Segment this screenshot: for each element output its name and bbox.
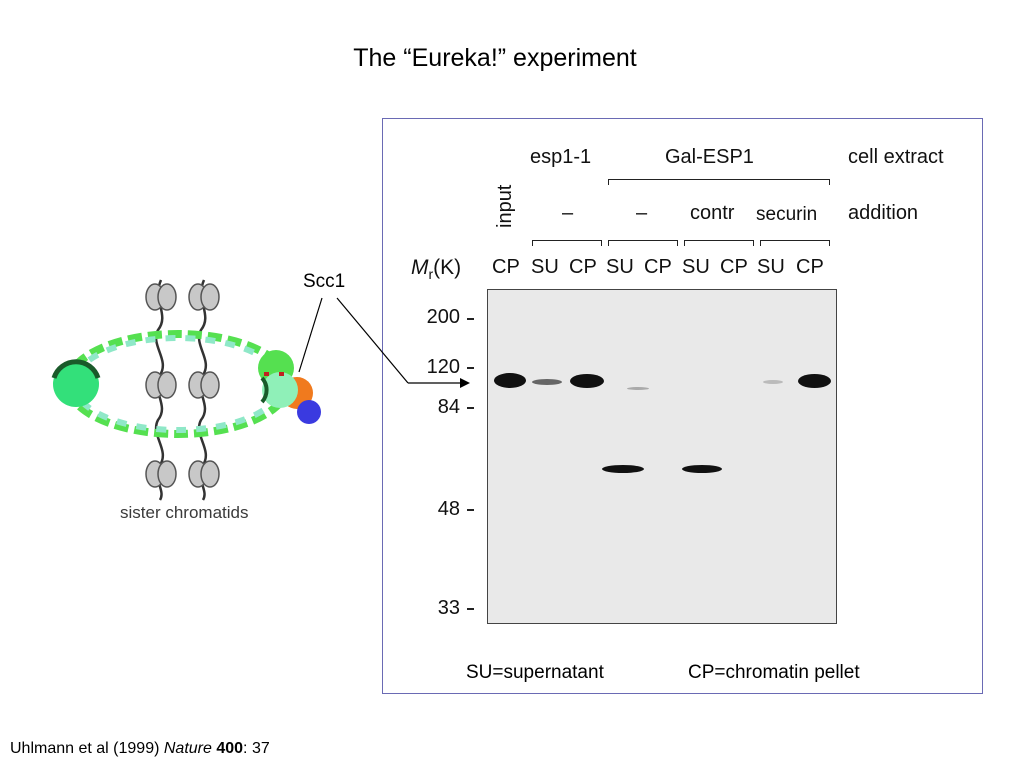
lane-bracket (608, 240, 678, 246)
addition-securin: securin (756, 204, 818, 225)
band-cleaved-contr-su (682, 465, 722, 473)
lane-label: CP (796, 256, 824, 278)
title-close-quote: ” (497, 44, 507, 72)
strain-esp1-1: esp1-1 (530, 146, 592, 168)
marker-tick (467, 608, 474, 610)
marker-tick (467, 367, 474, 369)
marker-48: 48 (437, 498, 460, 520)
citation-journal: Nature (163, 740, 212, 757)
lane-bracket (532, 240, 602, 246)
addition-none-gal: – (636, 202, 648, 224)
strain-gal-esp1: Gal-ESP1 (665, 146, 754, 168)
cell-extract-label: cell extract (848, 146, 944, 168)
addition-label: addition (848, 202, 919, 224)
scc3-subunit (297, 400, 321, 424)
lane-label: SU (757, 256, 785, 278)
citation-authors: Uhlmann et al (1999) (10, 740, 164, 757)
marker-200: 200 (426, 306, 460, 328)
citation-volume: 400 (216, 740, 244, 757)
sister-chromatids-label: sister chromatids (120, 503, 249, 522)
lane-label: CP (569, 256, 597, 278)
marker-tick (467, 407, 474, 409)
mr-label: Mr(K) (411, 256, 461, 282)
band-input-cp (494, 373, 526, 388)
lane-bracket (760, 240, 830, 246)
addition-contr: contr (690, 202, 735, 224)
addition-none-esp1: – (562, 202, 574, 224)
citation: Uhlmann et al (1999) Nature 400: 37 (10, 740, 270, 758)
band-faint (627, 387, 649, 390)
marker-tick (467, 509, 474, 511)
title-text-before: The (353, 44, 404, 72)
band-faint (763, 380, 783, 384)
lane-label: SU (531, 256, 559, 278)
lane-label: CP (644, 256, 672, 278)
gel-panel (382, 118, 983, 694)
mr-symbol: M (411, 256, 429, 279)
lane-label: SU (682, 256, 710, 278)
title-text-after: experiment (506, 44, 637, 72)
marker-84: 84 (437, 396, 460, 418)
marker-tick (467, 318, 474, 320)
gal-esp1-bracket (608, 179, 830, 185)
band-cleaved-gal-su (602, 465, 644, 473)
arrow-head-icon (460, 378, 470, 388)
marker-120: 120 (426, 356, 460, 378)
cp-definition: CP=chromatin pellet (688, 662, 860, 683)
nucleosome (145, 283, 220, 488)
su-definition: SU=supernatant (466, 662, 604, 683)
cohesin-ring-diagram (51, 279, 321, 501)
lane-label: CP (720, 256, 748, 278)
marker-33: 33 (437, 597, 460, 619)
title-word: Eureka! (411, 44, 498, 72)
title-open-quote: “ (403, 44, 412, 72)
band-esp1-su (532, 379, 562, 385)
band-esp1-cp (570, 374, 604, 388)
citation-pages: : 37 (243, 740, 270, 757)
lane-label: CP (492, 256, 520, 278)
mr-unit: (K) (433, 256, 462, 279)
slide-title: The “Eureka!” experiment (0, 44, 990, 73)
mr-subscript: r (428, 266, 434, 283)
lane-label: SU (606, 256, 634, 278)
lane-bracket (684, 240, 754, 246)
band-securin-cp (798, 374, 831, 388)
scc1-label: Scc1 (303, 271, 346, 292)
gel-blot (487, 289, 837, 624)
